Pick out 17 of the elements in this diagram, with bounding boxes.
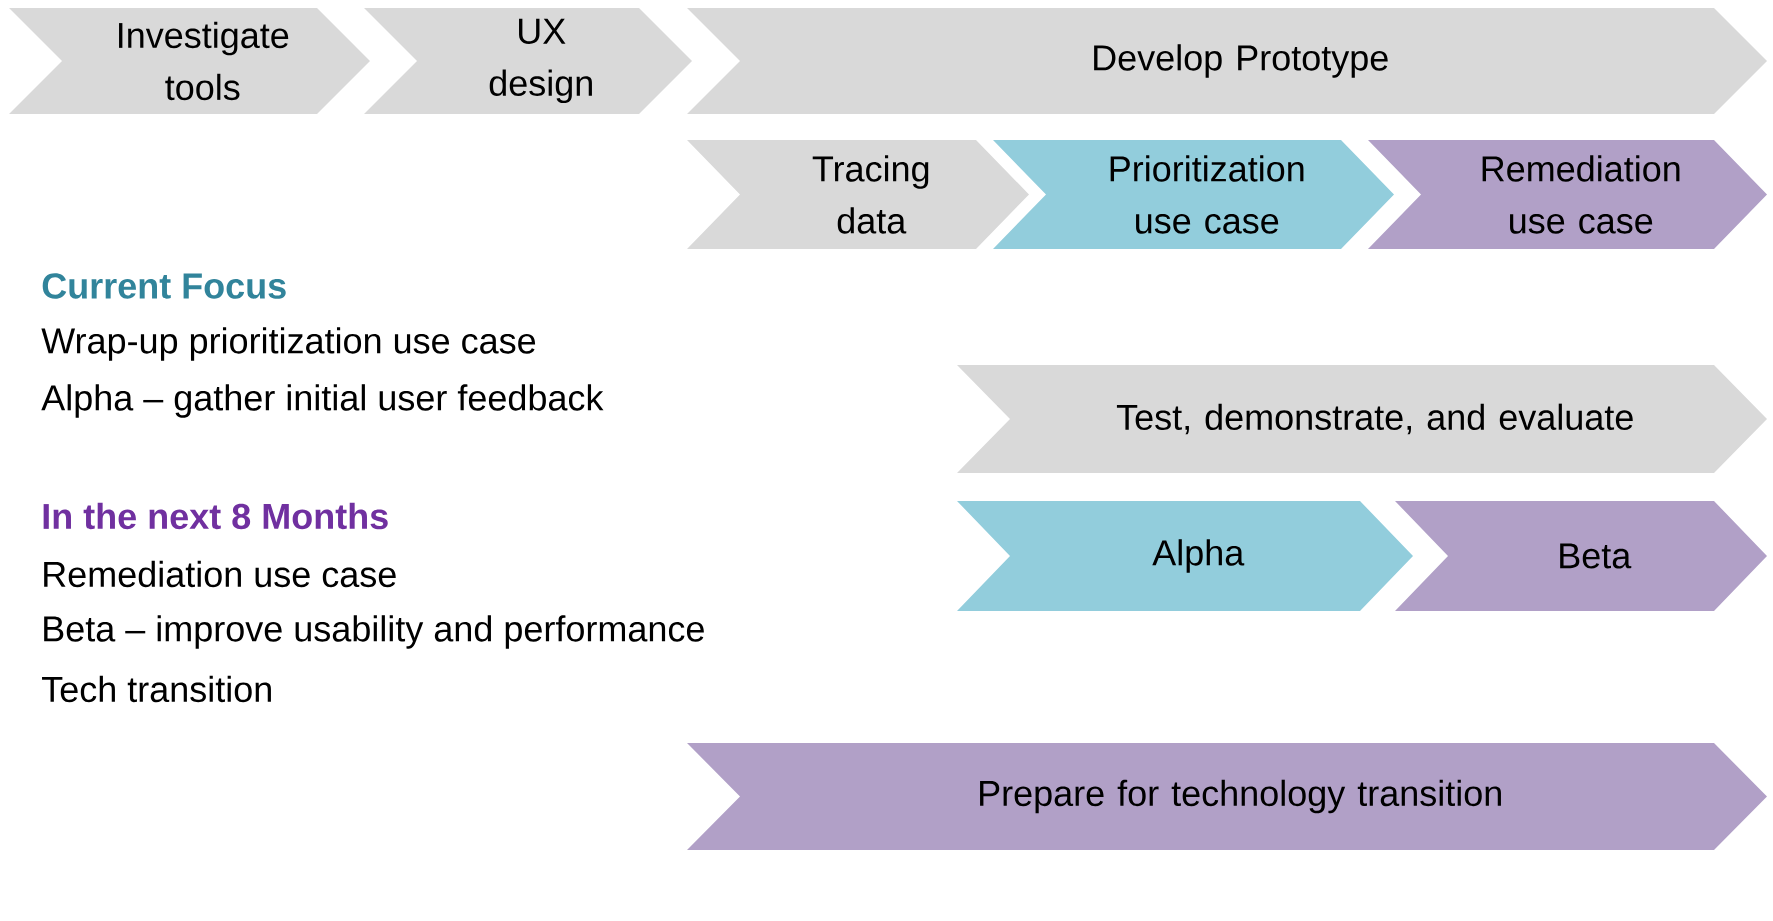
text-line: Wrap-up prioritization use case [41,327,536,361]
phase-banner: Test, demonstrate, and evaluate [957,365,1767,473]
phase-banner: Investigate tools [9,8,370,114]
phase-banner: UX design [364,8,692,114]
text-line: Beta – improve usability and performance [44,615,704,649]
phase-banner: Tracing data [687,140,1029,249]
phase-banner: Beta [1395,501,1767,611]
text-line: Tech transition [42,675,271,703]
text-line: Remediation use case [44,560,396,588]
heading: Current Focus [42,273,286,299]
heading: In the next 8 Months [43,502,388,530]
text-line: Alpha – gather initial user feedback [41,384,604,418]
phase-banner: Alpha [957,501,1413,611]
phase-banner: Prepare for technology transition [687,743,1767,850]
phase-banner: Remediation use case [1368,140,1767,249]
phase-banner: Develop Prototype [687,8,1767,114]
phase-banner: Prioritization use case [993,140,1394,249]
